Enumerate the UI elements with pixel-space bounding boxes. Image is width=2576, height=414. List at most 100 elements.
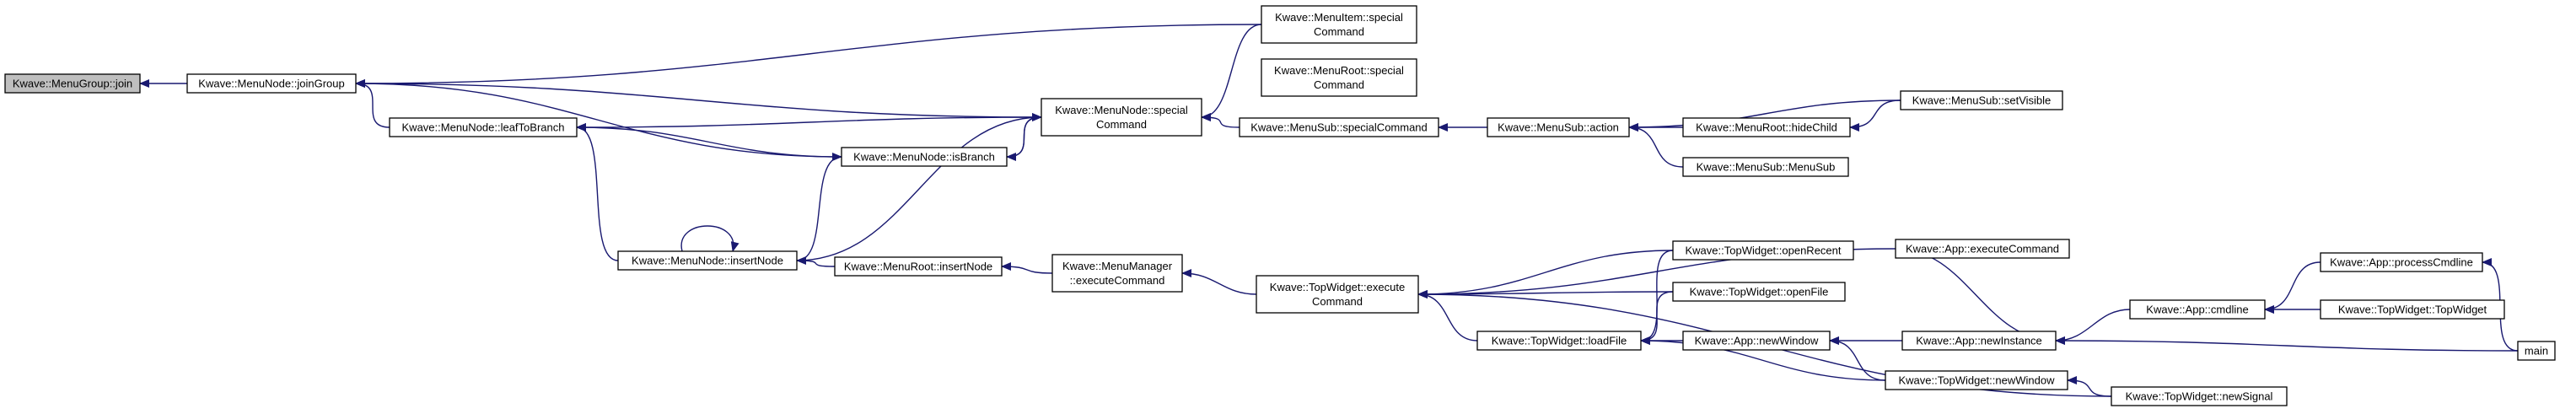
node-box	[1487, 117, 1630, 137]
node-box	[186, 73, 357, 94]
node-box	[617, 250, 798, 271]
node-label: Kwave::TopWidget::newSignal	[2126, 390, 2273, 403]
edge-openRecent-to-twExec	[1417, 250, 1674, 298]
node-label: Kwave::MenuRoot::insertNode	[844, 261, 992, 273]
node-box	[1885, 370, 2068, 390]
node-label: Kwave::MenuRoot::hideChild	[1696, 121, 1837, 134]
node-box	[834, 256, 1003, 277]
edge-loadFile-to-twExec	[1417, 290, 1478, 341]
edge-isBranch-to-leafToBranch	[576, 123, 842, 158]
edge-setVisible-to-subAction	[1628, 99, 1901, 132]
node-label: Kwave::MenuManager	[1062, 260, 1173, 272]
node-label: Kwave::MenuNode::leafToBranch	[402, 121, 565, 134]
node-cmdline[interactable]: Kwave::App::cmdline	[2129, 299, 2266, 320]
node-appExec[interactable]: Kwave::App::executeCommand	[1895, 239, 2070, 259]
node-joinGroup[interactable]: Kwave::MenuNode::joinGroup	[186, 73, 357, 94]
node-label: Kwave::MenuNode::joinGroup	[198, 78, 344, 90]
node-label: Kwave::App::newInstance	[1916, 335, 2042, 347]
node-label: Kwave::TopWidget::newWindow	[1899, 374, 2056, 387]
edge-nodeSpecial-to-joinGroup	[355, 79, 1042, 118]
node-box	[1672, 282, 1846, 302]
edge-setVisible-to-hideChild	[1849, 99, 1901, 132]
edge-mmExec-to-rootInsert	[1001, 262, 1053, 274]
node-label: Kwave::TopWidget::TopWidget	[2338, 304, 2487, 316]
node-box	[1895, 239, 2070, 259]
node-subSpecial[interactable]: Kwave::MenuSub::specialCommand	[1239, 117, 1439, 137]
node-openFile[interactable]: Kwave::TopWidget::openFile	[1672, 282, 1846, 302]
node-mmExec[interactable]: Kwave::MenuManager::executeCommand	[1051, 254, 1183, 293]
node-appNewWindow[interactable]: Kwave::App::newWindow	[1682, 331, 1831, 351]
edge-isBranch-to-joinGroup	[355, 79, 842, 158]
node-box	[1672, 240, 1854, 261]
node-box	[2129, 299, 2266, 320]
node-rootInsert[interactable]: Kwave::MenuRoot::insertNode	[834, 256, 1003, 277]
edge-subSpecial-to-nodeSpecial	[1201, 113, 1240, 128]
node-nodeSpecial[interactable]: Kwave::MenuNode::specialCommand	[1041, 98, 1202, 137]
edge-newInstance-to-appExec	[1895, 245, 2057, 341]
edge-nodeSpecial-to-leafToBranch	[576, 116, 1042, 132]
node-label: Kwave::TopWidget::openRecent	[1686, 245, 1842, 257]
node-join[interactable]: Kwave::MenuGroup::join	[4, 73, 141, 94]
node-leafToBranch[interactable]: Kwave::MenuNode::leafToBranch	[389, 117, 578, 137]
node-insertNode[interactable]: Kwave::MenuNode::insertNode	[617, 250, 798, 271]
node-isBranch[interactable]: Kwave::MenuNode::isBranch	[841, 147, 1008, 167]
node-twExec[interactable]: Kwave::TopWidget::executeCommand	[1256, 275, 1419, 314]
edge-leafToBranch-to-joinGroup	[355, 79, 390, 128]
node-label: Kwave::App::cmdline	[2146, 304, 2248, 316]
edge-isBranch-to-nodeSpecial	[1006, 113, 1042, 158]
node-box	[841, 147, 1008, 167]
node-setVisible[interactable]: Kwave::MenuSub::setVisible	[1900, 90, 2063, 110]
edge-processCmdline-to-cmdline	[2264, 261, 2321, 314]
edge-insertNode-to-nodeSpecial	[796, 113, 1042, 261]
node-label: Kwave::MenuGroup::join	[13, 78, 132, 90]
node-label: Kwave::MenuSub::setVisible	[1912, 94, 2052, 107]
node-label: Command	[1096, 118, 1147, 131]
node-box	[2320, 252, 2483, 272]
node-twNewWindow[interactable]: Kwave::TopWidget::newWindow	[1885, 370, 2068, 390]
node-box	[1261, 5, 1417, 44]
node-box	[1476, 331, 1642, 351]
node-openRecent[interactable]: Kwave::TopWidget::openRecent	[1672, 240, 1854, 261]
node-hideChild[interactable]: Kwave::MenuRoot::hideChild	[1682, 117, 1851, 137]
node-loadFile[interactable]: Kwave::TopWidget::loadFile	[1476, 331, 1642, 351]
node-label: Kwave::MenuRoot::special	[1274, 64, 1404, 77]
node-label: Kwave::App::newWindow	[1695, 335, 1819, 347]
edge-subMenuSub-to-subAction	[1628, 123, 1684, 168]
edge-newSignal-to-twNewWindow	[2067, 376, 2112, 397]
node-box	[1682, 117, 1851, 137]
node-main[interactable]: main	[2517, 341, 2556, 361]
node-newInstance[interactable]: Kwave::App::newInstance	[1901, 331, 2057, 351]
edge-insertNode-to-isBranch	[796, 153, 842, 261]
node-label: Kwave::App::processCmdline	[2330, 256, 2473, 269]
node-label: Kwave::MenuSub::action	[1498, 121, 1619, 134]
node-box	[1256, 275, 1419, 314]
node-label: Kwave::MenuNode::special	[1055, 104, 1188, 116]
edge-twNewWindow-to-appNewWindow	[1829, 336, 1886, 381]
node-subMenuSub[interactable]: Kwave::MenuSub::MenuSub	[1682, 157, 1849, 177]
node-box	[1900, 90, 2063, 110]
node-box	[2111, 386, 2288, 406]
node-box	[1682, 157, 1849, 177]
node-newSignal[interactable]: Kwave::TopWidget::newSignal	[2111, 386, 2288, 406]
node-label: Kwave::MenuSub::MenuSub	[1697, 161, 1836, 174]
node-box	[1682, 331, 1831, 351]
edge-insertNode-to-insertNode	[680, 225, 739, 252]
node-subAction[interactable]: Kwave::MenuSub::action	[1487, 117, 1630, 137]
node-box	[1041, 98, 1202, 137]
node-label: Command	[1312, 295, 1363, 308]
node-box	[2517, 341, 2556, 361]
edge-insertNode-to-leafToBranch	[576, 123, 619, 261]
node-rootSpecial[interactable]: Kwave::MenuRoot::specialCommand	[1261, 58, 1417, 97]
node-box	[389, 117, 578, 137]
node-layer: Kwave::MenuGroup::join Kwave::MenuNode::j…	[4, 5, 2556, 406]
node-box	[1239, 117, 1439, 137]
node-itemSpecial[interactable]: Kwave::MenuItem::specialCommand	[1261, 5, 1417, 44]
node-processCmdline[interactable]: Kwave::App::processCmdline	[2320, 252, 2483, 272]
node-label: Command	[1314, 25, 1364, 38]
node-box	[1261, 58, 1417, 97]
node-box	[1051, 254, 1183, 293]
node-twTopWidget[interactable]: Kwave::TopWidget::TopWidget	[2320, 299, 2505, 320]
node-label: Kwave::TopWidget::openFile	[1690, 286, 1829, 298]
edge-layer	[139, 24, 2519, 397]
